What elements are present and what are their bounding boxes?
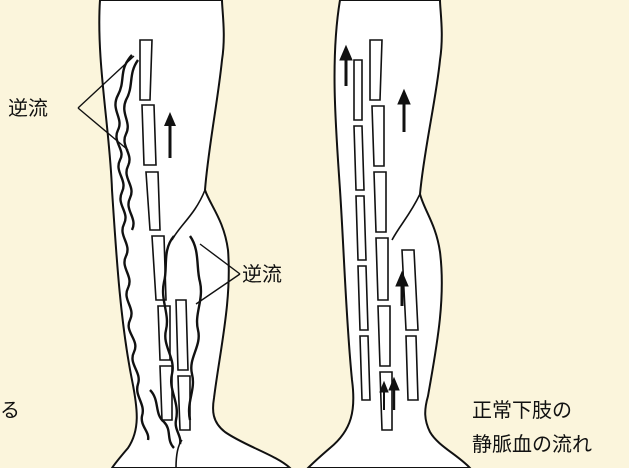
partial-caption-left: る — [0, 398, 20, 422]
reflux-label-upper: 逆流 — [8, 96, 48, 120]
normal-caption-line2: 静脈血の流れ — [472, 432, 592, 456]
reflux-label-lower: 逆流 — [242, 262, 282, 286]
right-leg-normal — [308, 0, 470, 468]
left-leg-outline — [99, 0, 290, 468]
left-leg-varicose — [78, 0, 290, 468]
right-leg-outline — [308, 0, 470, 468]
normal-caption-line1: 正常下肢の — [472, 398, 572, 422]
